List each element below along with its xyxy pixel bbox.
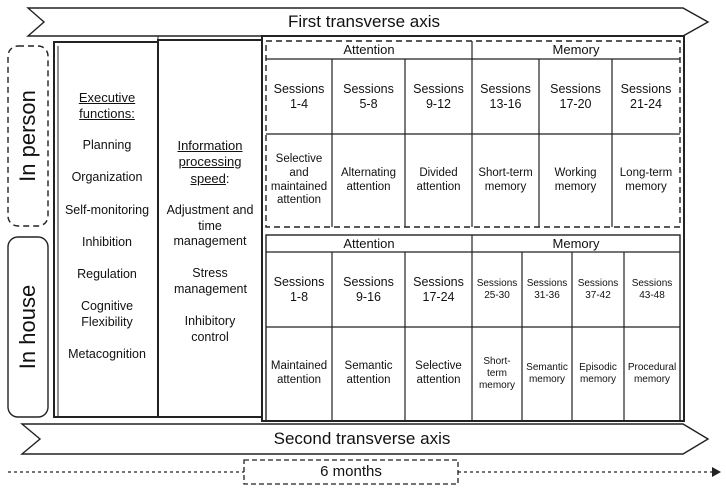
in-person-session-cell: Sessions 9-12 — [413, 81, 464, 111]
executive-frame — [53, 41, 159, 418]
in-person-session-cell: Sessions 17-20 — [550, 81, 601, 111]
processing-column: Information processing speed: Adjustment… — [160, 42, 260, 416]
in-person-frame — [7, 45, 49, 227]
executive-item: Inhibition — [81, 235, 133, 249]
in-person-skill-cell: Divided attention — [416, 166, 461, 193]
in-house-session-cell: Sessions 31-36 — [526, 277, 568, 301]
in-person-session-cell: Sessions 1-4 — [273, 81, 325, 111]
in-house-session-cell: Sessions 17-24 — [413, 274, 464, 304]
duration-label: 6 months — [320, 463, 382, 480]
in-house-skill-cell: Selective attention — [415, 360, 462, 386]
duration-frame — [243, 459, 459, 485]
executive-item: Organization — [71, 170, 143, 184]
in-person-session-cell: Sessions 5-8 — [343, 81, 394, 111]
in-house-skill-cell: Procedural memory — [627, 362, 677, 385]
executive-item: Cognitive Flexibility — [80, 299, 134, 329]
in-person-skill-cell: Short-term memory — [478, 166, 533, 193]
in-house-attention-header: Attention — [343, 235, 395, 251]
in-person-label: In person — [15, 90, 41, 182]
in-person-attention-header: Attention — [343, 42, 395, 58]
in-house-skill-cell: Semantic memory — [526, 362, 568, 385]
in-person-skill-cell: Alternating attention — [341, 166, 396, 193]
in-house-frame — [7, 236, 49, 418]
in-person-memory-header: Memory — [552, 42, 600, 58]
executive-item: Planning — [82, 138, 132, 152]
in-house-session-cell: Sessions 43-48 — [631, 277, 673, 301]
in-house-session-cell: Sessions 1-8 — [273, 274, 325, 304]
second-axis-arrow — [20, 423, 710, 455]
executive-item: Regulation — [77, 267, 137, 281]
executive-item: Self-monitoring — [64, 203, 150, 217]
in-house-skill-cell: Semantic attention — [344, 360, 393, 386]
in-person-skill-cell: Long-term memory — [619, 166, 673, 193]
in-house-session-cell: Sessions 25-30 — [476, 277, 518, 301]
processing-item: Stress management — [174, 266, 247, 296]
in-person-session-cell: Sessions 21-24 — [620, 81, 672, 111]
processing-frame — [157, 39, 263, 418]
processing-item: Inhibitory control — [184, 314, 236, 344]
in-house-label: In house — [15, 284, 40, 370]
in-house-skill-cell: Short-term memory — [478, 356, 516, 391]
in-house-skill-cell: Episodic memory — [579, 362, 617, 385]
in-person-skill-cell: Working memory — [554, 166, 597, 193]
in-person-skill-cell: Selective and maintained attention — [270, 152, 328, 207]
in-person-session-cell: Sessions 13-16 — [480, 81, 531, 111]
processing-title: Information processing speed: — [177, 138, 243, 186]
processing-item: Adjustment and time management — [166, 203, 254, 249]
in-house-skill-cell: Maintained attention — [270, 360, 328, 386]
first-axis-label: First transverse axis — [287, 11, 441, 31]
in-house-session-cell: Sessions 9-16 — [343, 274, 394, 304]
in-house-session-cell: Sessions 37-42 — [577, 277, 619, 301]
executive-item: Metacognition — [68, 347, 146, 361]
second-axis-label: Second transverse axis — [273, 428, 451, 448]
in-house-memory-header: Memory — [552, 235, 600, 251]
